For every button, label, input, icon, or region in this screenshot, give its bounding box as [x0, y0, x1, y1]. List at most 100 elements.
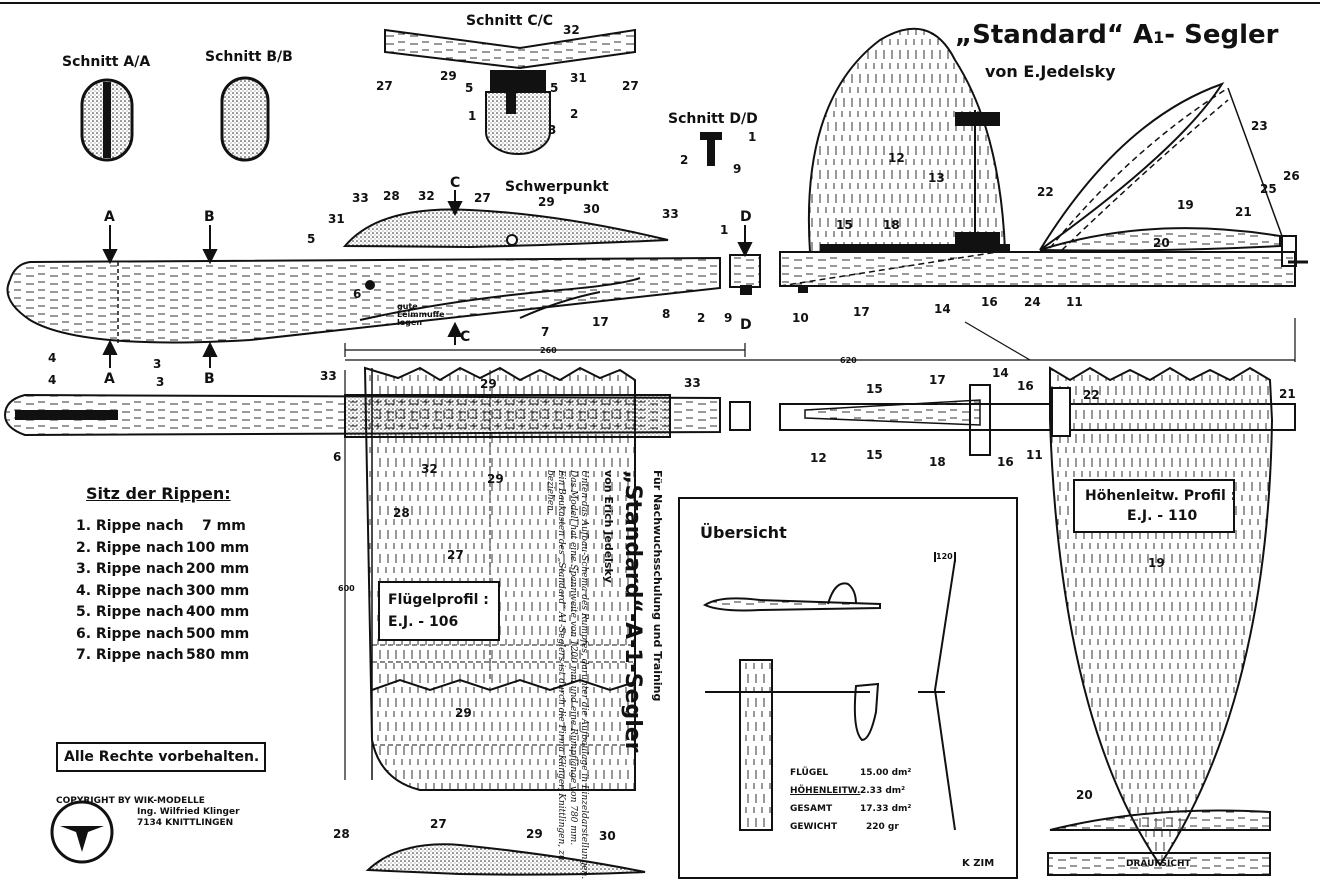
- part-12-b: 12: [810, 451, 827, 465]
- section-d-shape: [700, 132, 722, 166]
- part-30-a: 30: [583, 202, 600, 216]
- section-a-title: Schnitt A/A: [62, 54, 151, 70]
- title-subscript: 1: [1153, 28, 1165, 47]
- vertical-body4: beziehen.: [545, 470, 556, 514]
- part-10-a: 10: [792, 311, 809, 325]
- part-7-a: 7: [541, 325, 550, 339]
- part-16-a: 16: [981, 295, 998, 309]
- ribs-heading: Sitz der Rippen:: [86, 484, 231, 503]
- wing-top: [344, 366, 671, 791]
- part-22-a: 22: [1037, 185, 1054, 199]
- part-3-a: 3: [153, 357, 162, 371]
- copyright-line1: COPYRIGHT BY WIK-MODELLE: [56, 796, 205, 806]
- dimension-lines: [344, 318, 1296, 780]
- letter-b-top: B: [204, 209, 215, 225]
- section-b-shape: [220, 76, 270, 162]
- overview-drawings: [702, 552, 956, 831]
- part-29-e: 29: [526, 827, 543, 841]
- part-30-b: 30: [599, 829, 616, 843]
- part-21-b: 21: [1279, 387, 1296, 401]
- part-33-b: 33: [662, 207, 679, 221]
- fin-side: [807, 27, 1010, 254]
- part-33-a: 33: [352, 191, 369, 205]
- section-a-shape: [80, 78, 134, 162]
- wing-profile-box: Flügelprofil : E.J. - 106: [378, 581, 500, 641]
- part-4-b: 4: [48, 373, 57, 387]
- rights-text: Alle Rechte vorbehalten.: [64, 749, 260, 765]
- part-29-d: 29: [455, 706, 472, 720]
- part-20-b: 20: [1076, 788, 1093, 802]
- part-23-a: 23: [1251, 119, 1268, 133]
- part-29-a: 29: [538, 195, 555, 209]
- dim-120: 120: [936, 552, 953, 561]
- part-27-c: 27: [430, 817, 447, 831]
- part-11-b: 11: [1026, 448, 1043, 462]
- stabilizer-side: [1039, 82, 1308, 267]
- part-29-c2: 29: [487, 472, 504, 486]
- part-18-a: 18: [883, 218, 900, 232]
- part-32-b: 32: [421, 462, 438, 476]
- copyright-line2: Ing. Wilfried Klinger: [137, 807, 240, 817]
- overview-title: Übersicht: [700, 523, 787, 542]
- part-31-a: 31: [328, 212, 345, 226]
- schwerpunkt-label: Schwerpunkt: [505, 179, 609, 195]
- part-33-c: 33: [320, 369, 337, 383]
- part-1-c: 1: [468, 109, 477, 123]
- letter-c-bottom: C: [460, 329, 471, 345]
- page-author: von E.Jedelsky: [985, 62, 1116, 81]
- part-17-b: 17: [853, 305, 870, 319]
- section-d-title: Schnitt D/D: [668, 111, 758, 127]
- tail-profile-box: Höhenleitw. Profil : E.J. - 110: [1073, 479, 1237, 533]
- part-17-a: 17: [592, 315, 609, 329]
- part-16-b: 16: [1017, 379, 1034, 393]
- part-1-a: 1: [720, 223, 729, 237]
- part-4-a: 4: [48, 351, 57, 365]
- part-31-c: 31: [570, 71, 587, 85]
- overview-row: HÖHENLEITW.2.33 dm²: [790, 786, 906, 796]
- vertical-body3: Ein Baukasten des „Standard“ A1-Seglers …: [556, 470, 567, 861]
- part-27-c1: 27: [376, 79, 393, 93]
- letter-b-bottom: B: [204, 371, 215, 387]
- part-8-a: 8: [662, 307, 671, 321]
- vertical-line1: Für Nachwuchsschulung und Training: [651, 470, 664, 702]
- part-27-a: 27: [474, 191, 491, 205]
- leim-label: gute Leimmuffe legen: [397, 302, 445, 327]
- part-28-a: 28: [383, 189, 400, 203]
- section-b-title: Schnitt B/B: [205, 49, 293, 65]
- part-15-a: 15: [836, 218, 853, 232]
- part-21-a: 21: [1235, 205, 1252, 219]
- part-17-c: 17: [929, 373, 946, 387]
- letter-a-top: A: [104, 209, 115, 225]
- dim-260: 260: [540, 346, 557, 355]
- tail-profile-label: Höhenleitw. Profil :: [1085, 488, 1237, 504]
- part-12-a: 12: [888, 151, 905, 165]
- part-16-c: 16: [997, 455, 1014, 469]
- part-32-c: 32: [563, 23, 580, 37]
- stab-profile: [1049, 809, 1271, 831]
- part-32-a: 32: [418, 189, 435, 203]
- part-29-b: 29: [480, 377, 497, 391]
- part-14-b: 14: [992, 366, 1009, 380]
- dim-600: 600: [338, 584, 355, 593]
- part-24-a: 24: [1024, 295, 1041, 309]
- part-28-c: 28: [333, 827, 350, 841]
- part-3-c: 3: [548, 123, 557, 137]
- part-6-a: 6: [353, 287, 362, 301]
- part-9-d: 9: [733, 162, 742, 176]
- vertical-text-block: Für Nachwuchsschulung und Training „Stan…: [544, 470, 664, 890]
- part-26-a: 26: [1283, 169, 1300, 183]
- page-title: „Standard“ A1- Segler: [955, 20, 1279, 50]
- draufsicht-label: DRAUFSICHT: [1126, 859, 1191, 869]
- part-25-a: 25: [1260, 182, 1277, 196]
- part-2-d: 2: [680, 153, 689, 167]
- dim-620: 620: [840, 356, 857, 365]
- part-11-a: 11: [1066, 295, 1083, 309]
- part-29-c: 29: [440, 69, 457, 83]
- part-20-a: 20: [1153, 236, 1170, 250]
- stab-top-strip: [1047, 852, 1271, 876]
- fuselage-side: [6, 249, 1296, 345]
